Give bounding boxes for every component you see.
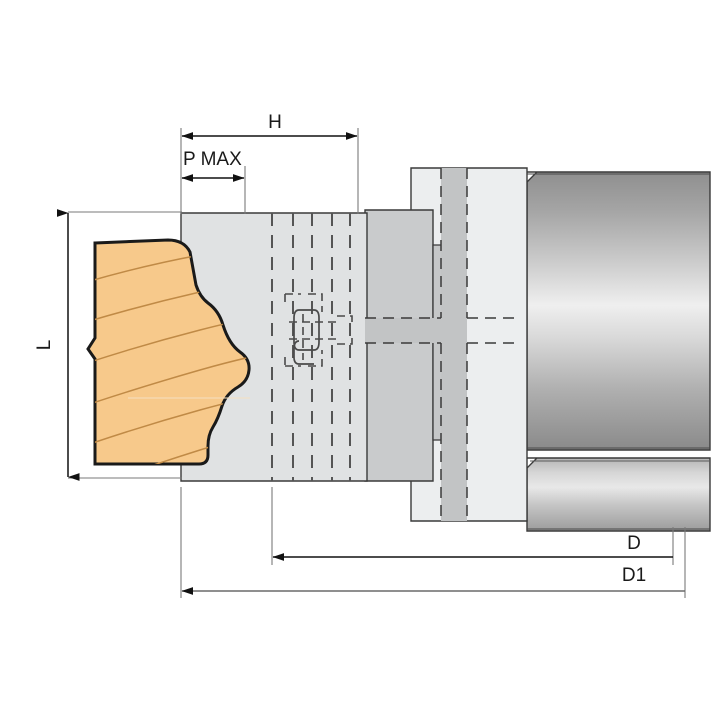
- dimension-l: L: [34, 209, 80, 481]
- dimension-l-label: L: [34, 340, 55, 351]
- dimension-h-label: H: [268, 112, 282, 133]
- insert-bracket-6: [308, 350, 323, 367]
- wood-profile-workpiece: [86, 238, 251, 466]
- dimension-d1: D1: [181, 565, 685, 595]
- insert-slot-lower-arc: [293, 340, 314, 365]
- insert-slot-outline: [293, 309, 320, 351]
- dimension-d1-label: D1: [622, 565, 646, 586]
- dimension-p-max-label: P MAX: [183, 149, 242, 170]
- insert-bracket-8: [337, 338, 353, 345]
- dimension-d-label: D: [627, 533, 641, 554]
- knife-insert-detail: [284, 293, 353, 367]
- center-bore-keyway: [365, 168, 520, 521]
- spindle-shaft-lower: [526, 457, 711, 532]
- insert-bracket-3: [308, 293, 323, 312]
- dimension-p-max: P MAX: [181, 149, 245, 182]
- extension-lines: [68, 128, 686, 598]
- cutter-mid-block: [364, 209, 434, 482]
- shaft-lower-body: [526, 457, 711, 532]
- shaft-upper-body: [526, 171, 711, 451]
- dimension-d: D: [272, 533, 673, 561]
- knife-slot-hidden-lines: [271, 213, 351, 481]
- dimension-h: H: [181, 112, 358, 140]
- bore-vertical-band: [441, 168, 467, 521]
- spindle-shaft-upper: [526, 171, 711, 451]
- bore-horizontal-band: [365, 318, 467, 343]
- insert-bracket-7: [337, 315, 353, 322]
